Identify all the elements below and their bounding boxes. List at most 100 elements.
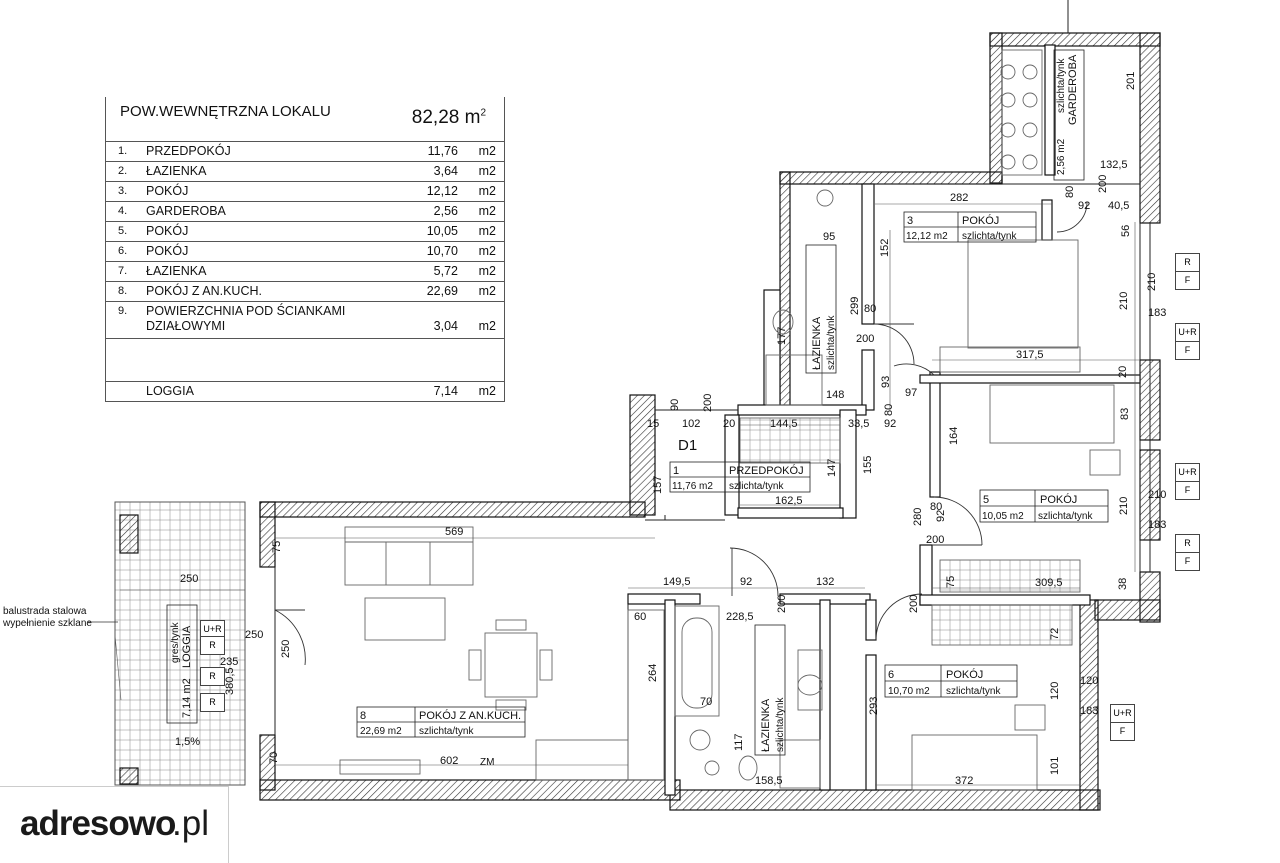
window-mark: U+R — [1175, 323, 1200, 342]
dim-text: 149,5 — [663, 576, 691, 588]
room-tag-1-name: PRZEDPOKÓJ — [729, 464, 804, 477]
room-tag-8-no: 8 — [360, 710, 366, 722]
slope-label: 1,5% — [175, 736, 200, 748]
room-tag-6-area: 10,70 m2 — [888, 686, 930, 697]
dim-text: 75 — [271, 541, 283, 553]
room-tag-3-area: 12,12 m2 — [906, 231, 948, 242]
room-tag-3-name: POKÓJ — [962, 214, 999, 227]
room-tag-7-name: ŁAZIENKA — [760, 698, 772, 752]
room-tag-3-no: 3 — [907, 215, 913, 227]
dim-text: 200 — [1097, 175, 1109, 193]
room-tag-2-name: ŁAZIENKA — [811, 316, 823, 370]
dim-text: 309,5 — [1035, 577, 1063, 589]
loggia-window-mark: R — [200, 636, 225, 655]
window-mark: F — [1110, 722, 1135, 741]
room-tag-6-finish: szlichta/tynk — [946, 686, 1001, 697]
dim-text: 90 — [669, 399, 681, 411]
dim-text: 120 — [1049, 682, 1061, 700]
zm-label: ZM — [480, 757, 494, 768]
brand-logo[interactable]: adresowo .pl — [0, 786, 229, 863]
dim-text: 200 — [776, 595, 788, 613]
door-label: D1 — [678, 437, 697, 454]
dim-text: 201 — [1125, 72, 1137, 90]
dim-text: 250 — [245, 629, 263, 641]
dim-text: 15 — [647, 418, 659, 430]
dim-text: 282 — [950, 192, 968, 204]
dim-text: 228,5 — [726, 611, 754, 623]
logo-suffix: .pl — [172, 804, 209, 843]
dimension-lines — [114, 203, 1140, 786]
dim-text: 40,5 — [1108, 200, 1129, 212]
room-tag-8-area: 22,69 m2 — [360, 726, 402, 737]
dim-text: 33,5 — [848, 418, 869, 430]
dim-text: 92 — [740, 576, 752, 588]
window-mark: F — [1175, 552, 1200, 571]
dim-text: 158,5 — [755, 775, 783, 787]
dim-text: 120 — [1080, 675, 1098, 687]
window-mark: R — [1175, 534, 1200, 553]
dim-text: 177 — [776, 327, 788, 345]
dim-text: 38 — [1117, 578, 1129, 590]
dim-text: 372 — [955, 775, 973, 787]
dim-text: 210 — [1118, 292, 1130, 310]
room-tag-4-finish: szlichta/tynk — [1056, 58, 1067, 113]
dim-text: 20 — [723, 418, 735, 430]
dim-text: 164 — [948, 427, 960, 445]
room-tag-5-area: 10,05 m2 — [982, 511, 1024, 522]
dim-text: 92 — [884, 418, 896, 430]
dim-text: 210 — [1118, 497, 1130, 515]
window-mark: F — [1175, 481, 1200, 500]
summary-spacer — [106, 339, 504, 382]
window-mark: F — [1175, 271, 1200, 290]
area-summary-table: POW.WEWNĘTRZNA LOKALU 82,28 m2 1.PRZEDPO… — [105, 97, 505, 402]
loggia-tag-name: LOGGIA — [181, 625, 193, 668]
dim-text: 60 — [634, 611, 646, 623]
dim-text: 147 — [826, 459, 838, 477]
summary-total: 82,28 m2 — [411, 107, 486, 128]
room-label-frames — [166, 49, 1109, 756]
dim-text: 92 — [1078, 200, 1090, 212]
room-tags: 3 POKÓJ 12,12 m2 szlichta/tynk 5 POKÓJ 1… — [170, 54, 1093, 752]
dim-text: 317,5 — [1016, 349, 1044, 361]
dim-text: 250 — [280, 640, 292, 658]
room-tag-5-no: 5 — [983, 494, 989, 506]
misc-labels: D1 ZM 1,5% balustrada stalowa wypełnieni… — [2, 437, 697, 768]
dim-text: 132,5 — [1100, 159, 1128, 171]
dim-text: 93 — [880, 376, 892, 388]
dim-text: 70 — [700, 696, 712, 708]
dim-text: 210 — [1146, 273, 1158, 291]
dim-text: 200 — [856, 333, 874, 345]
dimension-texts: 282 152 40,5 92 56 132,5 201 200 80 95 2… — [180, 72, 1166, 787]
outlines — [274, 0, 1151, 780]
loggia-window-mark: R — [200, 693, 225, 712]
loggia-window-mark: R — [200, 667, 225, 686]
dim-text: 183 — [1148, 307, 1166, 319]
furniture — [339, 49, 1121, 791]
dim-text: 102 — [682, 418, 700, 430]
dim-text: 200 — [908, 595, 920, 613]
dim-text: 155 — [862, 456, 874, 474]
room-tag-5-name: POKÓJ — [1040, 493, 1077, 506]
dim-text: 101 — [1049, 757, 1061, 775]
dim-text: 152 — [879, 239, 891, 257]
interior-walls — [627, 44, 1141, 796]
dim-text: 75 — [945, 576, 957, 588]
dim-text: 80 — [1064, 186, 1076, 198]
dim-text: 210 — [1148, 489, 1166, 501]
room-tag-1-area: 11,76 m2 — [672, 481, 713, 492]
room-tag-4-name: GARDEROBA — [1067, 54, 1079, 125]
summary-header: POW.WEWNĘTRZNA LOKALU 82,28 m2 — [106, 97, 504, 142]
window-mark: R — [1175, 253, 1200, 272]
dim-text: 157 — [652, 476, 664, 494]
dim-text: 144,5 — [770, 418, 798, 430]
room-tag-2-finish: szlichta/tynk — [826, 315, 837, 370]
dim-text: 80 — [883, 404, 895, 416]
dim-text: 299 — [849, 297, 861, 315]
dim-text: 20 — [1117, 366, 1129, 378]
doors — [274, 201, 1088, 666]
loggia-tag-area: 7,14 m2 — [181, 678, 193, 718]
